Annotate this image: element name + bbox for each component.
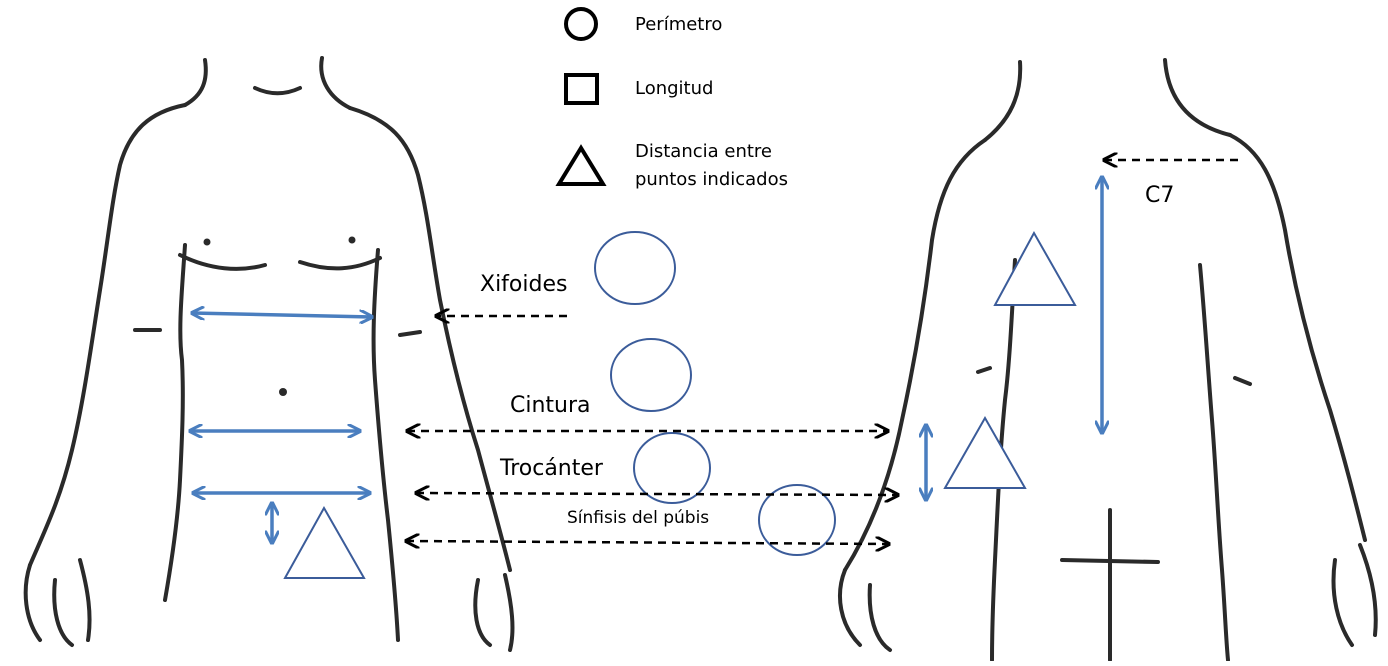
front-hand-left bbox=[23, 558, 92, 647]
front-body-figure bbox=[23, 56, 515, 652]
front-nipple-left bbox=[203, 238, 211, 246]
back-torso-right bbox=[1198, 263, 1230, 662]
front-hand-right bbox=[473, 573, 515, 652]
back-upper-triangle bbox=[993, 230, 1077, 306]
front-distance-triangle bbox=[283, 505, 366, 579]
back-shoulder-right bbox=[1228, 133, 1367, 542]
legend-square-icon bbox=[564, 73, 599, 105]
back-gluteal-line bbox=[1060, 558, 1160, 564]
back-body-figure bbox=[838, 58, 1378, 662]
back-measurement-arrows bbox=[926, 177, 1102, 500]
back-neck-left bbox=[983, 60, 1023, 142]
c7-label: C7 bbox=[1145, 183, 1175, 208]
front-measurement-arrows bbox=[190, 313, 372, 543]
xiphoid-width-arrow bbox=[192, 313, 372, 317]
pubic-symphysis-label: Sínfisis del púbis bbox=[567, 508, 710, 528]
front-torso-left bbox=[163, 243, 187, 602]
waist-label: Cintura bbox=[510, 393, 591, 418]
legend-shapes bbox=[555, 7, 607, 186]
back-armpit-right bbox=[1233, 376, 1252, 386]
trochanter-perimeter-circle bbox=[633, 432, 711, 504]
trochanter-label: Trocánter bbox=[500, 456, 603, 481]
legend-distance-label-line2: puntos indicados bbox=[635, 169, 788, 190]
back-shoulder-left bbox=[843, 138, 987, 572]
front-collar bbox=[253, 86, 302, 96]
xiphoid-label: Xifoides bbox=[480, 272, 568, 297]
xiphoid-perimeter-circle bbox=[594, 231, 676, 305]
perimeter-circles bbox=[594, 231, 836, 556]
front-nipple-right bbox=[348, 236, 356, 244]
waist-perimeter-circle bbox=[610, 338, 692, 412]
back-hand-left bbox=[838, 568, 892, 652]
front-torso-right bbox=[371, 248, 400, 642]
front-shoulder-left bbox=[28, 103, 187, 567]
legend-length-label: Longitud bbox=[635, 78, 714, 99]
front-chest-line bbox=[178, 253, 382, 271]
legend-circle-icon bbox=[564, 7, 598, 41]
front-neck-right bbox=[319, 56, 352, 110]
dashed-pointer-arrows bbox=[406, 160, 1238, 544]
trochanter-double-arrow bbox=[416, 493, 898, 495]
front-navel bbox=[279, 388, 287, 396]
back-lower-triangle bbox=[943, 415, 1027, 489]
front-inner-arm-right bbox=[398, 330, 422, 337]
pubic-symphysis-double-arrow bbox=[406, 541, 889, 544]
back-armpit-left bbox=[976, 366, 992, 374]
back-hand-right bbox=[1331, 543, 1378, 647]
legend-distance-label-line1: Distancia entre bbox=[635, 141, 773, 162]
back-neck-right bbox=[1163, 58, 1232, 137]
legend-triangle-icon bbox=[555, 144, 607, 186]
front-neck-left bbox=[183, 58, 208, 107]
legend-perimeter-label: Perímetro bbox=[635, 14, 723, 35]
